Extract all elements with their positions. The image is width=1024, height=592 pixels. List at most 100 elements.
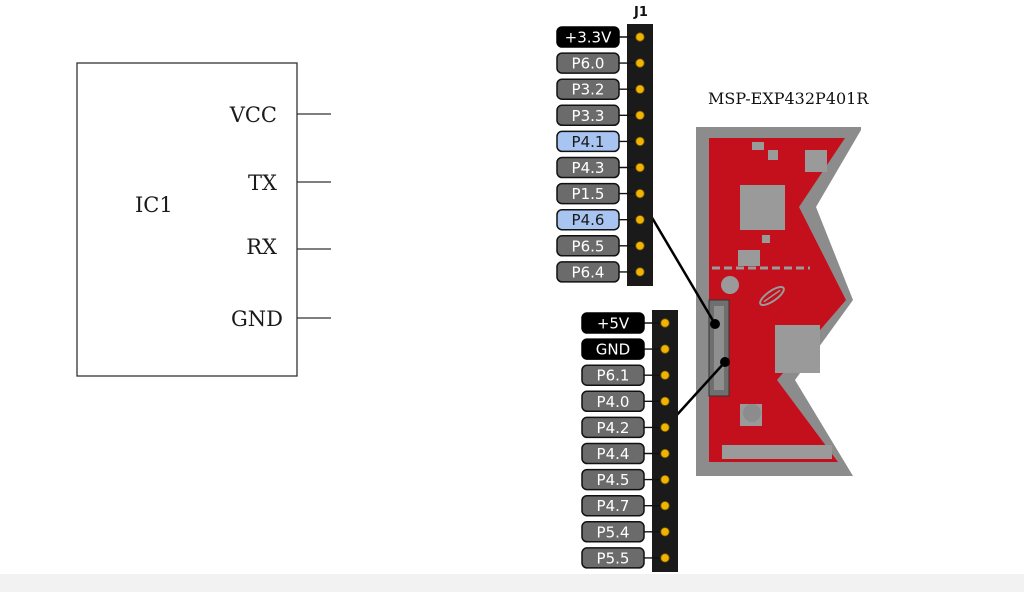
j3-pin-dot [660, 344, 670, 354]
board-chip-1 [740, 185, 785, 230]
j1-pin-row: P3.2 [556, 78, 645, 100]
j1-pin-dot [635, 162, 645, 173]
j1-pin-row: P4.3 [556, 156, 645, 179]
j3-pin-row: P6.1 [581, 364, 670, 386]
j3-pin-label: +5V [597, 315, 630, 333]
j1-pin-pill [556, 208, 620, 231]
board-chip-2 [805, 150, 827, 172]
ti-logo-icon [759, 285, 785, 307]
j1-pin-label: P6.4 [572, 263, 605, 281]
j1-pin-dot [635, 189, 645, 199]
j1-pin-row: P6.4 [556, 261, 645, 283]
j3-pin-label: P4.5 [597, 471, 630, 489]
j3-pin-dot [660, 448, 670, 459]
j3-pin-row: P4.5 [581, 468, 670, 491]
j1-pin-dot [635, 84, 645, 94]
j3-pin-label: GND [596, 341, 630, 359]
j3-pin-pill [581, 521, 645, 543]
board-chip-8 [768, 150, 778, 160]
j1-pin-label: P4.6 [572, 211, 605, 229]
j1-pin-row: P4.1 [556, 130, 645, 153]
j3-pin-pill [581, 442, 645, 465]
ic1-label: IC1 [135, 193, 173, 217]
j1-pin-pill [556, 235, 620, 257]
j3-pin-label: P4.7 [597, 497, 630, 515]
j1-pin-pill [556, 26, 620, 48]
j3-pin-pill [581, 364, 645, 386]
j3-pin-label: P4.4 [597, 445, 630, 463]
j3-pin-pill [581, 494, 645, 517]
j3-pin-row: P4.7 [581, 494, 670, 517]
board-chip-3 [738, 250, 760, 266]
j3-pin-pill [581, 547, 645, 569]
board-chip-9 [762, 235, 770, 243]
j1-pin-dot [635, 136, 645, 146]
j1-pin-dot [635, 58, 645, 68]
board-chip-6 [722, 445, 832, 459]
wire-endpoint-1 [710, 319, 720, 329]
j3-pin-row: +5V [581, 312, 670, 334]
j1-pin-label: P1.5 [572, 185, 605, 203]
ic1-pin-vcc: VCC [229, 103, 277, 127]
j1-pin-pill [556, 52, 620, 74]
j3-pin-pill [581, 338, 645, 360]
j3-pin-pill [581, 312, 645, 334]
j1-pin-label: P6.5 [572, 237, 605, 255]
j3-pin-label: P5.4 [597, 523, 630, 541]
board-hole-2 [743, 404, 761, 422]
j3-pin-dot [660, 396, 670, 406]
j1-pin-label: P4.1 [572, 133, 605, 151]
j1-pin-dot [635, 267, 645, 277]
j3-pin-dot [660, 318, 670, 328]
j3-pin-pill [581, 468, 645, 491]
ic1-pin-rx: RX [246, 235, 277, 259]
board-hole-1 [721, 276, 739, 294]
j1-pin-pill [556, 78, 620, 100]
j3-pin-row: P4.0 [581, 390, 670, 413]
j3-pin-row: P5.4 [581, 521, 670, 543]
ic1-pin-tx: TX [248, 171, 277, 195]
ic1-pin-gnd: GND [231, 307, 283, 331]
j3-pin-label: P5.5 [597, 549, 630, 567]
j1-pin-pill [556, 130, 620, 153]
j1-pin-pill [556, 182, 620, 205]
j1-pin-row: P1.5 [556, 182, 645, 205]
j1-pin-row: P6.5 [556, 235, 645, 257]
j1-pin-label: P6.0 [572, 55, 605, 73]
j1-pin-pill [556, 261, 620, 283]
j1-pin-row: P4.6 [556, 208, 645, 231]
j3-pin-row: P5.5 [581, 547, 670, 569]
j1-pin-label: P3.2 [572, 81, 605, 99]
j3-pin-dot [660, 527, 670, 537]
ic1-body [76, 62, 298, 377]
j1-pin-row: P3.3 [556, 104, 645, 127]
j3-pin-row: P4.4 [581, 442, 670, 465]
j3-pin-label: P6.1 [597, 367, 630, 385]
header-j1: J1 +3.3V P6.0P3.2P3.3P4.1P4.3P1.5P4.6P6.5… [556, 5, 653, 286]
j1-pin-pill [556, 156, 620, 179]
j3-pin-dot [660, 474, 670, 485]
j3-pin-pill [581, 416, 645, 439]
board-connector-slot [714, 306, 724, 390]
board-chip-7 [752, 142, 764, 150]
j3-pin-label: P4.0 [597, 393, 630, 411]
j3-pin-row: GND [581, 338, 670, 360]
j3-pin-dot [660, 501, 670, 511]
wire-endpoint-2 [720, 357, 730, 367]
j3-pin-pill [581, 390, 645, 413]
j1-pin-label: P3.3 [572, 107, 605, 125]
j1-pin-row: +3.3V [556, 26, 645, 48]
j1-pin-label: +3.3V [565, 29, 612, 47]
board-title: MSP-EXP432P401R [708, 89, 869, 108]
j1-pin-list: +3.3V P6.0P3.2P3.3P4.1P4.3P1.5P4.6P6.5P6.… [556, 26, 645, 283]
j1-name: J1 [633, 5, 648, 20]
j1-pin-dot [635, 32, 645, 42]
j1-pin-dot [635, 215, 645, 225]
board-chip-4 [775, 325, 820, 373]
j1-pin-dot [635, 241, 645, 251]
j1-pin-dot [635, 110, 645, 120]
j3-pin-dot [660, 370, 670, 380]
